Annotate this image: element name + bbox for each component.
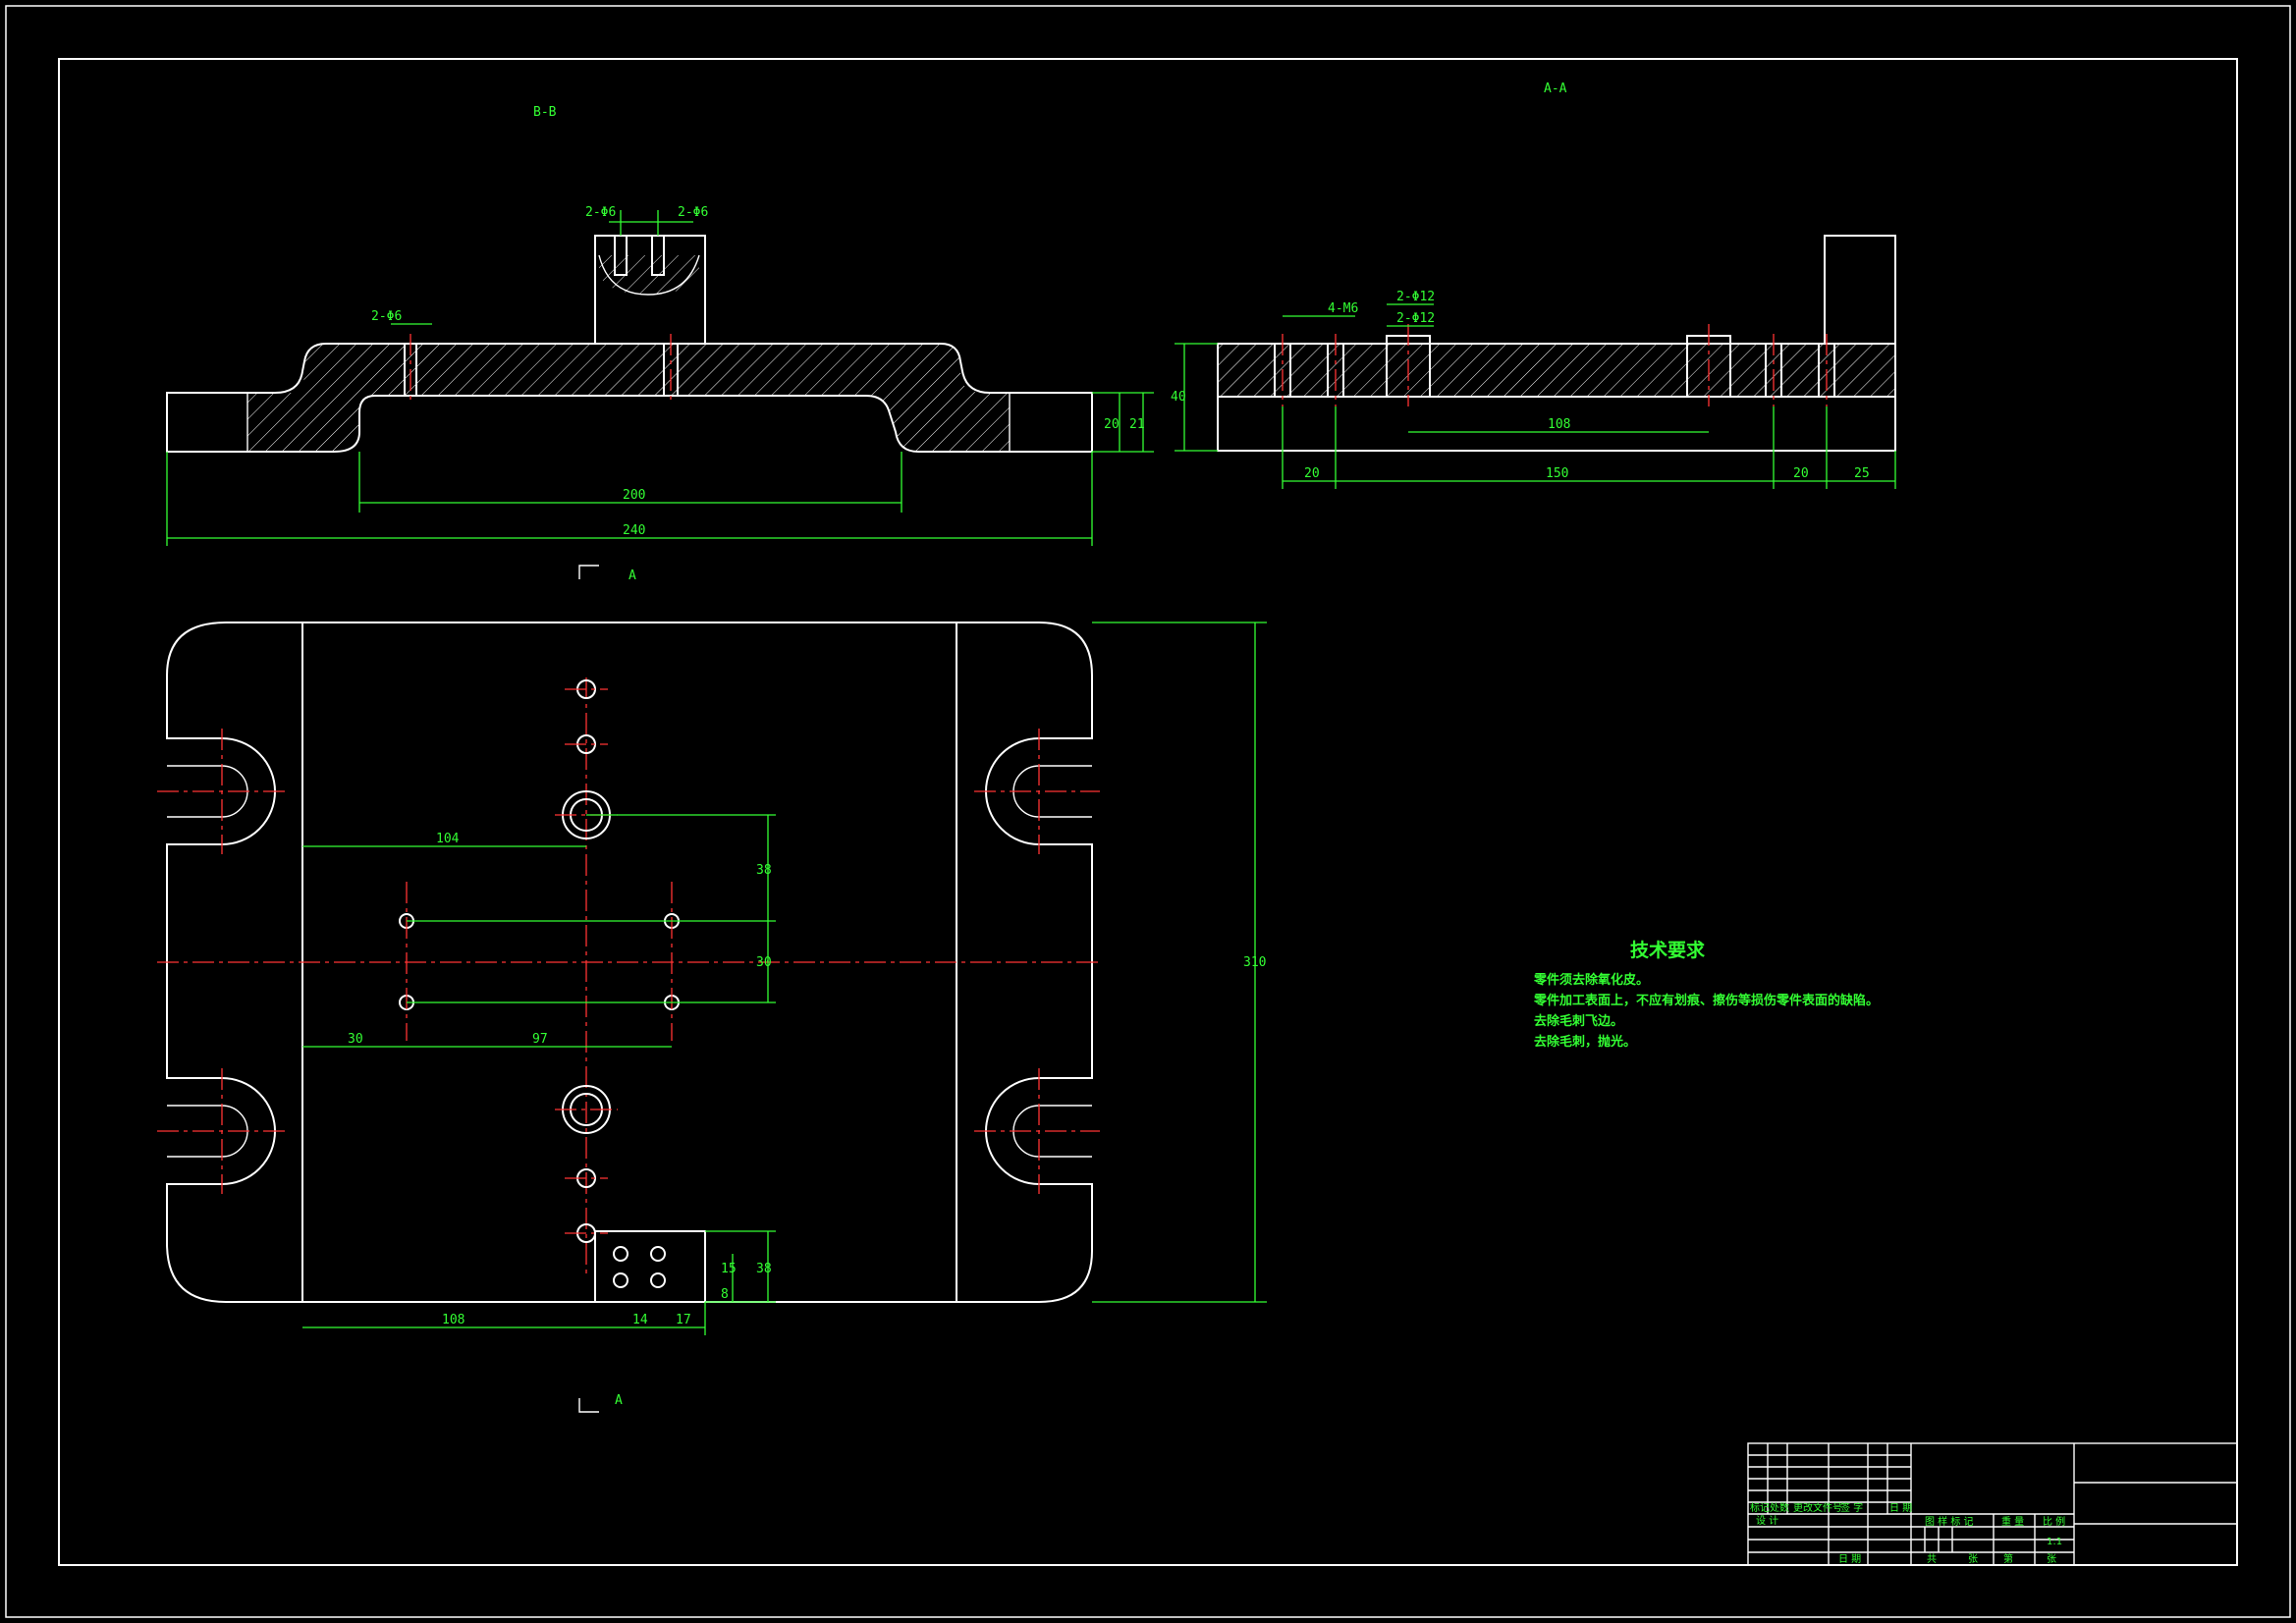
tb-sheet-3: 第: [2003, 1552, 2013, 1565]
tb-col-3: 更改文件号: [1793, 1501, 1842, 1514]
aa-dim-150: 150: [1546, 466, 1568, 481]
pv-dim-104: 104: [436, 832, 460, 846]
pv-dim-17: 17: [676, 1313, 691, 1327]
section-bb-label: B-B: [533, 105, 557, 120]
tb-weight: 重 量: [2001, 1515, 2024, 1528]
tb-ratio: 比 例: [2043, 1515, 2065, 1528]
aa-body-lower: [1217, 396, 1896, 452]
aa-dim-108: 108: [1548, 417, 1570, 432]
bb-boss: [594, 235, 706, 345]
outer-border: [5, 5, 2291, 1618]
section-aa-label: A-A: [1544, 81, 1567, 96]
pv-dim-38b: 38: [756, 1262, 772, 1276]
aa-dim-2m12b: 2-Φ12: [1396, 311, 1435, 326]
tb-stage: 图 样 标 记: [1925, 1515, 1974, 1528]
bb-dim-hole-mid: 2-Φ6: [585, 205, 616, 220]
pv-dim-30v: 30: [756, 955, 772, 970]
plan-outline: [166, 622, 1093, 1303]
pv-dim-38: 38: [756, 863, 772, 878]
cut-mark-bottom-label: A: [615, 1393, 623, 1408]
bb-dim-hole-left: 2-Φ6: [371, 309, 402, 324]
cut-mark-top: [578, 565, 599, 579]
tb-sheet-4: 张: [2047, 1553, 2056, 1565]
tb-sheet-1: 共: [1927, 1553, 1937, 1565]
tech-requirements: 技术要求 零件须去除氧化皮。 零件加工表面上，不应有划痕、擦伤等损伤零件表面的缺…: [1533, 939, 1879, 1050]
pv-dim-15: 15: [721, 1262, 737, 1276]
tb-col-5: 日 期: [1889, 1502, 1912, 1514]
bb-boss-curve: [598, 254, 700, 296]
bb-dim-20: 20: [1104, 417, 1120, 432]
section-aa-view: A-A 4-M6 2-Φ12 2-Φ12 108 40: [1171, 81, 1896, 489]
bb-hatch: [247, 344, 1010, 452]
aa-dim-40: 40: [1171, 390, 1186, 405]
tb-date: 日 期: [1838, 1553, 1861, 1565]
title-block: 标记 处数 更改文件号 签 字 日 期 设 计 日 期 图 样 标 记 重 量 …: [1747, 1442, 2238, 1566]
tb-scale: 1:1: [2047, 1537, 2062, 1547]
aa-dim-20a: 20: [1304, 466, 1320, 481]
pv-dim-30h: 30: [348, 1032, 363, 1047]
plan-block: [594, 1230, 706, 1303]
plan-view: 104 38 30 30 97 310 108 14 17 15 8 38 A: [157, 622, 1267, 1413]
bb-dim-240: 240: [623, 523, 645, 538]
tb-frame: [1747, 1442, 2238, 1566]
bb-dim-200: 200: [623, 488, 645, 503]
tb-col-1: 标记: [1750, 1502, 1770, 1514]
pv-dim-8: 8: [721, 1287, 729, 1302]
pv-dim-108: 108: [442, 1313, 465, 1327]
block-hole-1: [613, 1246, 629, 1262]
section-bb-view: B-B 2-Φ6 2-Φ6 2-Φ6 200 240: [166, 105, 1154, 583]
tech-line-3: 去除毛刺飞边。: [1534, 1013, 1623, 1029]
tb-sheet-2: 张: [1968, 1553, 1978, 1565]
tb-design: 设 计: [1756, 1514, 1778, 1527]
tb-col-2: 处数: [1770, 1501, 1789, 1514]
tech-title: 技术要求: [1630, 939, 1706, 961]
aa-dim-25: 25: [1854, 466, 1870, 481]
aa-dim-2m12: 2-Φ12: [1396, 290, 1435, 304]
block-hole-2: [650, 1246, 666, 1262]
aa-dim-4m6: 4-M6: [1328, 301, 1358, 316]
block-hole-4: [650, 1272, 666, 1288]
aa-hatch: [1218, 344, 1895, 397]
tb-col-4: 签 字: [1840, 1501, 1863, 1514]
aa-upright: [1824, 235, 1896, 345]
pv-dim-14: 14: [632, 1313, 648, 1327]
bb-boss-hatch: [599, 255, 699, 295]
cut-mark-top-label: A: [629, 568, 636, 583]
pv-dim-310: 310: [1243, 955, 1266, 970]
tech-line-1: 零件须去除氧化皮。: [1533, 972, 1649, 988]
bb-dim-21: 21: [1129, 417, 1145, 432]
block-hole-3: [613, 1272, 629, 1288]
tech-line-4: 去除毛刺，抛光。: [1534, 1034, 1636, 1050]
inner-frame: [58, 58, 2238, 1566]
tech-line-2: 零件加工表面上，不应有划痕、擦伤等损伤零件表面的缺陷。: [1533, 993, 1879, 1008]
bb-dim-hole-right: 2-Φ6: [678, 205, 708, 220]
cut-mark-bottom: [578, 1398, 599, 1413]
pv-dim-97: 97: [532, 1032, 548, 1047]
aa-dim-20b: 20: [1793, 466, 1809, 481]
